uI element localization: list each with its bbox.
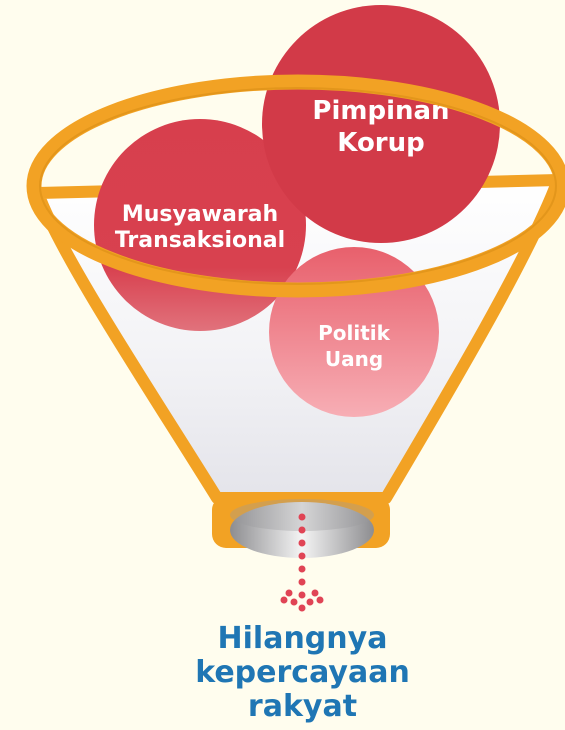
outcome-line2: kepercayaan <box>195 655 410 690</box>
ball-politik-line1: Politik <box>318 321 391 345</box>
ball-pimpinan-line2: Korup <box>337 128 425 158</box>
funnel-rim <box>26 74 565 298</box>
outcome-text: Hilangnya kepercayaan rakyat <box>0 622 565 724</box>
outcome-line3: rakyat <box>247 689 358 724</box>
ball-musyawarah-line1: Musyawarah <box>122 202 278 227</box>
drip-dots <box>280 513 324 612</box>
outcome-line1: Hilangnya <box>217 621 388 656</box>
ball-pimpinan <box>262 5 500 243</box>
ball-politik-line2: Uang <box>325 347 383 371</box>
ball-musyawarah-line2: Transaksional <box>115 228 285 253</box>
item-pimpinan: Pimpinan Korup <box>262 5 500 243</box>
